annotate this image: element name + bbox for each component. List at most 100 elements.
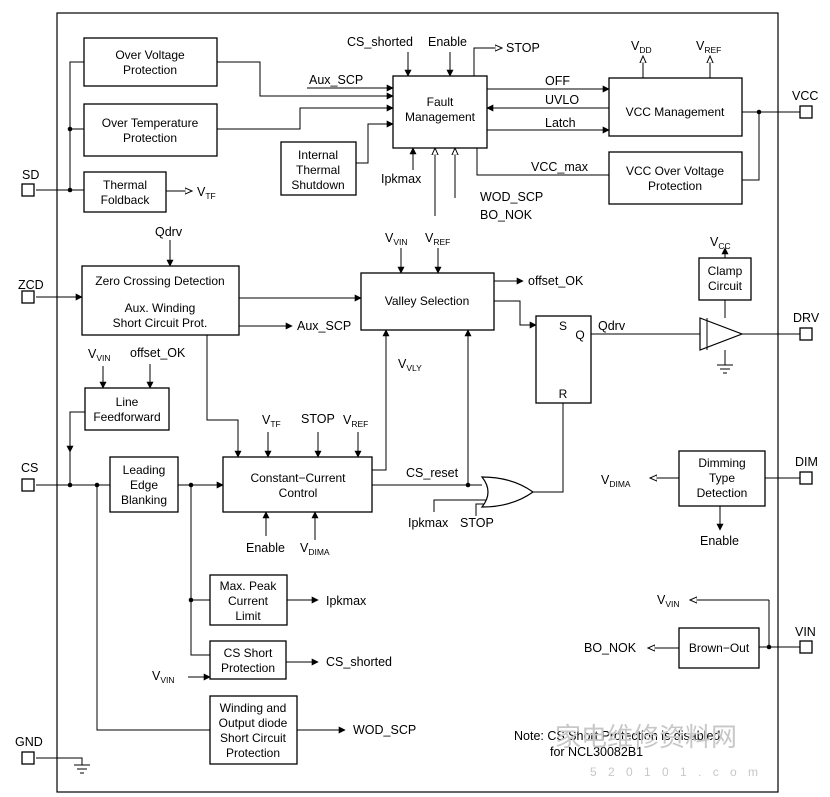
svg-text:Protection: Protection — [123, 63, 177, 77]
label-vin-lff: VVIN — [88, 347, 111, 363]
svg-text:Type: Type — [709, 471, 735, 485]
svg-text:Over Voltage: Over Voltage — [115, 48, 185, 62]
label-stop: STOP — [506, 41, 540, 55]
watermark: 家电维修资料网 5 2 0 1 0 1 . c o m — [555, 722, 762, 779]
pin-sd — [21, 183, 35, 197]
svg-text:CS Short: CS Short — [224, 646, 273, 660]
label-ipkmax-out: Ipkmax — [326, 594, 367, 608]
svg-text:Thermal: Thermal — [296, 163, 340, 177]
over-voltage-protection-block: Over Voltage Protection — [83, 37, 218, 87]
label-wod-scp-fault: WOD_SCP — [480, 190, 543, 204]
chip-outline — [56, 12, 779, 793]
svg-text:DIM: DIM — [795, 455, 818, 469]
svg-text:Edge: Edge — [130, 478, 158, 492]
junction-dots — [67, 109, 772, 650]
label-enable-dim: Enable — [700, 534, 739, 548]
over-temperature-protection-block: Over Temperature Protection — [83, 103, 218, 157]
constant-current-control-block: Constant−Current Control — [222, 456, 373, 513]
or-gate — [480, 476, 535, 508]
label-vin-valley: VVIN — [385, 231, 408, 247]
label-qdrv-zcd: Qdrv — [155, 225, 183, 239]
svg-text:Leading: Leading — [123, 463, 166, 477]
label-vcc-clamp: VCC — [710, 235, 731, 251]
svg-text:Management: Management — [405, 110, 476, 124]
label-qdrv-out: Qdrv — [598, 319, 626, 333]
svg-text:Limit: Limit — [235, 609, 261, 623]
label-stop-or: STOP — [460, 516, 494, 530]
svg-text:Shutdown: Shutdown — [291, 178, 344, 192]
svg-text:Control: Control — [279, 486, 318, 500]
svg-text:Clamp: Clamp — [708, 264, 743, 278]
svg-text:Protection: Protection — [648, 179, 702, 193]
winding-short-circuit-protection-block: Winding and Output diode Short Circuit P… — [209, 695, 298, 765]
svg-text:Zero Crossing Detection: Zero Crossing Detection — [95, 274, 224, 288]
label-cs-shorted-out: CS_shorted — [326, 655, 392, 669]
clamp-circuit-block: Clamp Circuit — [698, 257, 752, 301]
svg-text:Over Temperature: Over Temperature — [102, 116, 199, 130]
svg-text:Protection: Protection — [123, 131, 177, 145]
pins: SD ZCD CS GND VCC DRV DIM VIN — [15, 89, 820, 765]
svg-text:VIN: VIN — [795, 625, 816, 639]
pin-drv — [799, 327, 813, 341]
svg-text:S: S — [559, 319, 567, 333]
svg-text:Dimming: Dimming — [698, 456, 745, 470]
svg-text:VCC Over Voltage: VCC Over Voltage — [626, 164, 724, 178]
label-bo-nok-out: BO_NOK — [584, 641, 637, 655]
label-bo-nok-fault: BO_NOK — [480, 208, 533, 222]
fault-management-block: Fault Management — [392, 75, 488, 149]
label-vtf-cc: VTF — [262, 413, 281, 429]
label-offset-ok-in: offset_OK — [130, 346, 186, 360]
label-latch: Latch — [545, 116, 576, 130]
label-off: OFF — [545, 74, 570, 88]
brown-out-block: Brown−Out — [678, 627, 760, 669]
label-vin-csshort: VVIN — [152, 669, 175, 685]
svg-text:ZCD: ZCD — [18, 278, 44, 292]
driver-buffer — [699, 317, 744, 351]
label-ipkmax-or: Ipkmax — [408, 516, 449, 530]
svg-text:Foldback: Foldback — [101, 193, 151, 207]
pin-zcd — [21, 290, 35, 304]
svg-text:Fault: Fault — [427, 95, 454, 109]
svg-text:Short Circuit: Short Circuit — [220, 731, 287, 745]
svg-text:Protection: Protection — [226, 746, 280, 760]
pin-cs — [21, 478, 35, 492]
svg-text:Valley Selection: Valley Selection — [385, 294, 470, 308]
pin-vin — [799, 640, 813, 654]
internal-thermal-shutdown-block: Internal Thermal Shutdown — [280, 141, 357, 196]
svg-text:SD: SD — [22, 168, 39, 182]
signal-labels: CS_shorted Enable STOP Aux_SCP OFF UVLO … — [88, 35, 739, 737]
label-vref-valley: VREF — [425, 231, 450, 247]
label-cs-shorted: CS_shorted — [347, 35, 413, 49]
svg-text:DRV: DRV — [793, 311, 820, 325]
svg-text:5 2 0 1 0 1 . c o m: 5 2 0 1 0 1 . c o m — [590, 765, 762, 779]
svg-text:CS: CS — [21, 461, 38, 475]
svg-text:Feedforward: Feedforward — [93, 410, 160, 424]
svg-text:家电维修资料网: 家电维修资料网 — [555, 722, 737, 752]
label-aux-scp-out: Aux_SCP — [297, 319, 351, 333]
label-vref-vcc: VREF — [696, 39, 721, 55]
label-vtf-out: VTF — [197, 185, 216, 201]
svg-text:Brown−Out: Brown−Out — [689, 641, 750, 655]
label-enable: Enable — [428, 35, 467, 49]
svg-text:VCC: VCC — [792, 89, 818, 103]
pin-gnd — [21, 751, 35, 765]
vcc-management-block: VCC Management — [608, 77, 743, 137]
sr-latch-block: S Q R — [535, 315, 592, 404]
svg-text:GND: GND — [15, 735, 43, 749]
pin-vcc — [799, 105, 813, 119]
svg-text:VCC Management: VCC Management — [626, 105, 725, 119]
label-vcc-max: VCC_max — [531, 160, 589, 174]
svg-text:Circuit: Circuit — [708, 279, 743, 293]
dimming-type-detection-block: Dimming Type Detection — [678, 450, 766, 507]
max-peak-current-limit-block: Max. Peak Current Limit — [209, 574, 288, 626]
svg-text:Current: Current — [228, 594, 269, 608]
line-feedforward-block: Line Feedforward — [84, 387, 170, 431]
svg-text:Winding and: Winding and — [220, 701, 287, 715]
svg-text:Thermal: Thermal — [103, 178, 147, 192]
label-vdima-cc: VDIMA — [300, 541, 330, 557]
thermal-foldback-block: Thermal Foldback — [83, 171, 167, 213]
svg-text:Max. Peak: Max. Peak — [220, 579, 278, 593]
note: Note: CS Short Protection is disabled fo… — [514, 729, 720, 759]
label-cs-reset: CS_reset — [406, 466, 459, 480]
svg-text:Internal: Internal — [298, 148, 338, 162]
